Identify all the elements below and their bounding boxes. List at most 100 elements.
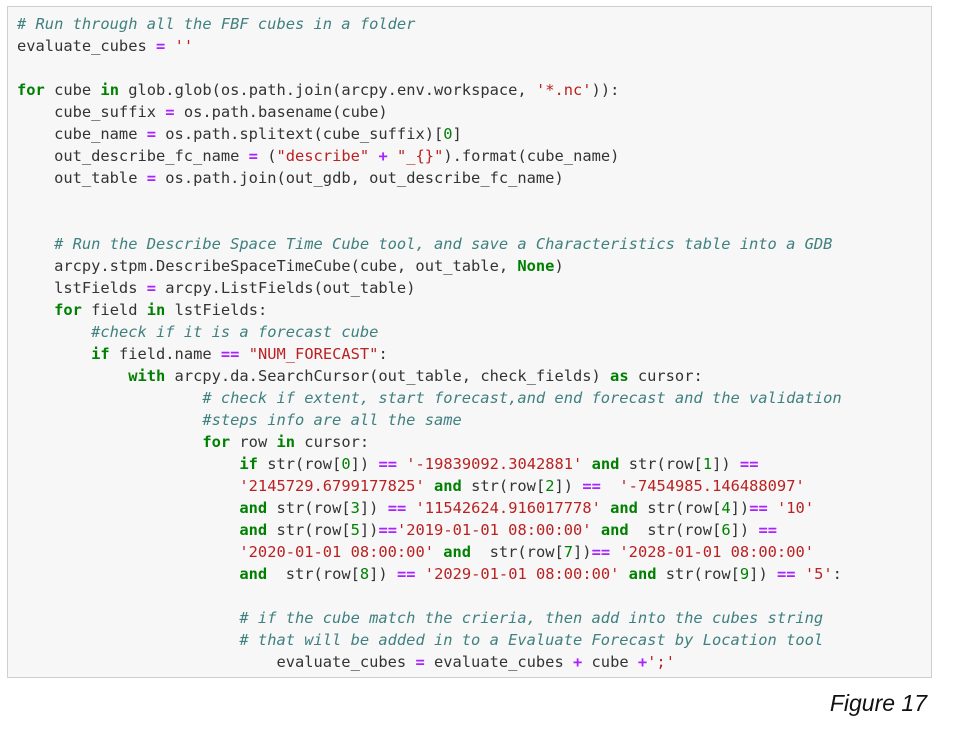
code-token-txt [17, 565, 239, 583]
code-token-num: 7 [563, 543, 574, 561]
code-token-txt: lstFields [17, 279, 147, 297]
code-token-txt: ]) [369, 565, 397, 583]
code-token-txt: os.path.splitext(cube_suffix)[ [156, 125, 444, 143]
code-token-txt [619, 565, 628, 583]
code-line: evaluate_cubes = '' [17, 35, 842, 57]
code-token-txt [17, 345, 91, 363]
code-token-txt: arcpy.stpm.DescribeSpaceTimeCube(cube, o… [17, 257, 518, 275]
code-line: # that will be added in to a Evaluate Fo… [17, 629, 842, 651]
code-token-kw: and [434, 477, 462, 495]
code-token-str: "_{}" [397, 147, 444, 165]
code-line: #steps info are all the same [17, 409, 842, 431]
code-token-str: '5' [804, 565, 833, 583]
code-token-txt: ]) [554, 477, 583, 495]
code-token-txt: out_describe_fc_name [17, 147, 249, 165]
code-token-txt [406, 499, 415, 517]
code-token-txt: ]) [350, 455, 379, 473]
code-token-num: 0 [443, 125, 453, 143]
code-line: # Run the Describe Space Time Cube tool,… [17, 233, 842, 255]
figure-caption: Figure 17 [829, 690, 927, 716]
code-token-num: 2 [545, 477, 555, 495]
code-token-str: '-7454985.146488097' [619, 477, 805, 495]
code-token-txt: os.path.basename(cube) [174, 103, 388, 121]
code-token-txt: : [378, 345, 388, 363]
code-line: for cube in glob.glob(os.path.join(arcpy… [17, 79, 842, 101]
code-token-kw: in [100, 81, 119, 99]
code-token-num: 1 [702, 455, 713, 473]
code-token-txt: ).format(cube_name) [443, 147, 620, 165]
code-token-txt [434, 543, 443, 561]
code-token-kw: and [628, 565, 657, 583]
code-token-kw: for [17, 81, 45, 99]
code-token-txt: field [81, 301, 147, 319]
code-token-op: + [637, 653, 648, 671]
code-token-str: '11542624.916017778' [415, 499, 601, 517]
code-token-kw: if [91, 345, 110, 363]
code-token-num: 6 [721, 521, 731, 539]
code-token-txt [601, 477, 620, 495]
code-token-kw: in [276, 433, 296, 451]
code-line [17, 189, 842, 211]
code-token-txt: str(row[ [461, 477, 546, 495]
code-token-txt [17, 411, 202, 429]
code-token-op: == [396, 565, 416, 583]
code-line: cube_name = os.path.splitext(cube_suffix… [17, 123, 842, 145]
code-token-txt: str(row[ [637, 499, 722, 517]
code-token-com: #check if it is a forecast cube [91, 323, 379, 341]
code-token-com: # Run through all the FBF cubes in a fol… [17, 15, 416, 33]
code-token-str: '-19839092.3042881' [406, 455, 583, 473]
code-line: # if the cube match the crieria, then ad… [17, 607, 842, 629]
code-token-kw: and [239, 565, 268, 583]
code-token-str: '' [174, 37, 194, 55]
code-line: if str(row[0]) == '-19839092.3042881' an… [17, 453, 842, 475]
code-line: and str(row[3]) == '11542624.916017778' … [17, 497, 842, 519]
code-token-txt: str(row[ [267, 521, 351, 539]
code-token-kw: for [54, 301, 82, 319]
code-token-kw: None [517, 257, 555, 275]
code-token-txt [796, 565, 805, 583]
code-token-op: == [387, 499, 407, 517]
code-token-str: '2028-01-01 08:00:00' [619, 543, 814, 561]
code-line: for row in cursor: [17, 431, 842, 453]
code-token-kw: for [202, 433, 231, 451]
code-token-com: # check if extent, start forecast,and en… [202, 389, 842, 407]
code-token-txt [425, 477, 434, 495]
code-token-kw: as [610, 367, 629, 385]
code-token-kw: with [128, 367, 166, 385]
code-token-op: == [776, 565, 796, 583]
code-token-op: = [165, 103, 175, 121]
code-token-txt [17, 235, 54, 253]
code-token-txt [17, 521, 239, 539]
code-token-txt: os.path.join(out_gdb, out_describe_fc_na… [156, 169, 564, 187]
code-token-txt: ]) [573, 543, 592, 561]
code-token-num: 3 [350, 499, 360, 517]
code-token-txt: evaluate_cubes [17, 653, 416, 671]
code-line: '2020-01-01 08:00:00' and str(row[7])== … [17, 541, 842, 563]
code-token-op: = [146, 125, 157, 143]
code-token-txt [17, 433, 202, 451]
code-token-txt: str(row[ [267, 565, 360, 583]
code-token-txt: str(row[ [267, 499, 351, 517]
code-token-str: '2145729.6799177825' [239, 477, 425, 495]
code-token-op: = [156, 37, 166, 55]
code-line: if field.name == "NUM_FORECAST": [17, 343, 842, 365]
code-line: #check if it is a forecast cube [17, 321, 842, 343]
code-token-txt: str(row[ [656, 565, 740, 583]
code-token-num: 5 [350, 521, 360, 539]
code-token-txt: : [832, 565, 842, 583]
code-token-num: 4 [721, 499, 731, 517]
code-token-txt [582, 455, 591, 473]
code-line: for field in lstFields: [17, 299, 842, 321]
code-token-txt [239, 345, 248, 363]
code-line: out_describe_fc_name = ("describe" + "_{… [17, 145, 842, 167]
code-token-txt: ]) [359, 499, 388, 517]
code-token-txt [17, 609, 239, 627]
code-token-txt: ( [257, 147, 277, 165]
code-line: and str(row[5])=='2019-01-01 08:00:00' a… [17, 519, 842, 541]
code-token-txt [17, 301, 54, 319]
code-token-txt: )): [591, 81, 620, 99]
code-token-txt: ]) [712, 455, 740, 473]
code-token-str: '2029-01-01 08:00:00' [424, 565, 620, 583]
code-line: with arcpy.da.SearchCursor(out_table, ch… [17, 365, 842, 387]
code-token-txt [165, 37, 174, 55]
